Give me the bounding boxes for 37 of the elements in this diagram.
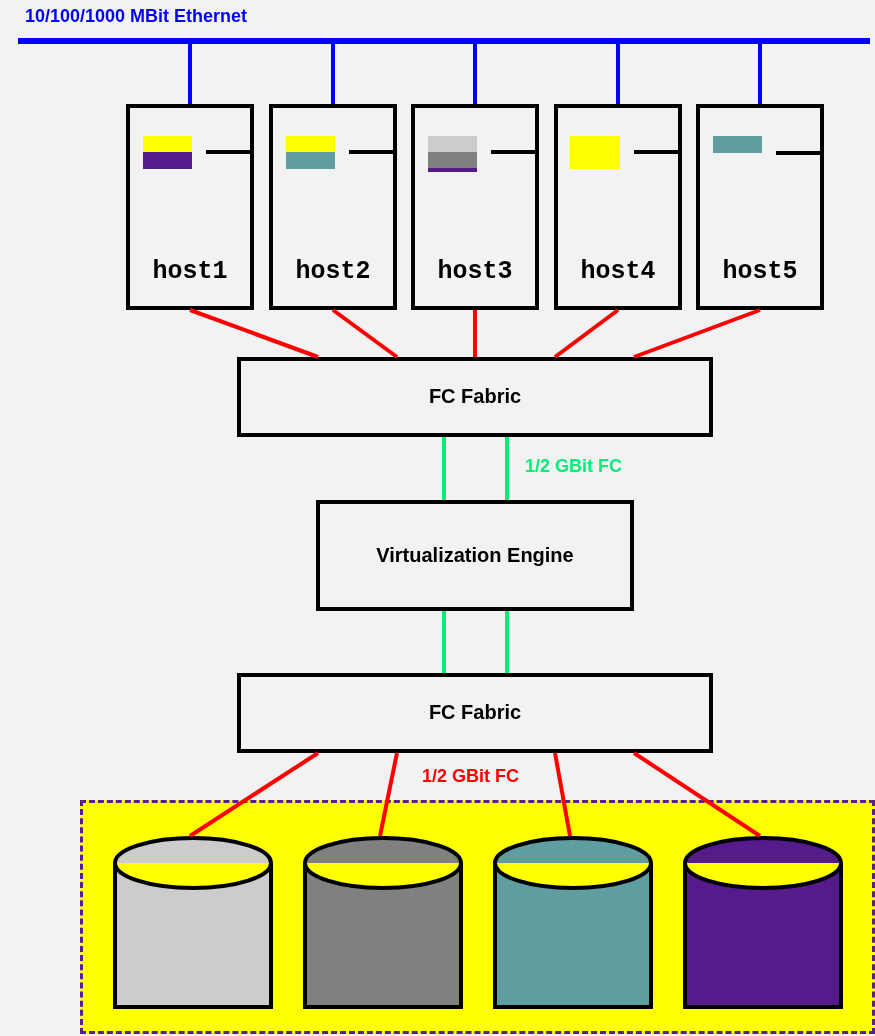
host-name: host5 — [721, 257, 799, 286]
component-label: FC Fabric — [427, 701, 523, 724]
component-label: FC Fabric — [427, 385, 523, 408]
cable-line — [616, 44, 620, 104]
cable-line — [188, 751, 320, 838]
network-label: 10/100/1000 MBit Ethernet — [25, 6, 248, 27]
cable-line — [188, 44, 192, 104]
cable-line — [473, 310, 477, 357]
storage-area — [80, 800, 875, 1034]
host-name: host1 — [151, 257, 229, 286]
cable-line — [632, 751, 762, 838]
cable-line — [758, 44, 762, 104]
host-box — [126, 104, 254, 310]
cable-line — [378, 752, 399, 837]
cable-line — [331, 44, 335, 104]
cable-line — [189, 308, 319, 359]
host-box — [411, 104, 539, 310]
cable-line — [442, 611, 446, 673]
host-name: host2 — [294, 257, 372, 286]
host-box — [554, 104, 682, 310]
component-box — [316, 500, 634, 611]
cable-line — [442, 437, 446, 500]
component-label: Virtualization Engine — [375, 543, 575, 567]
host-name: host3 — [436, 257, 514, 286]
host-name: host4 — [579, 257, 657, 286]
cable-line — [505, 611, 509, 673]
cable-line — [505, 437, 509, 500]
cable-line — [473, 44, 477, 104]
component-box — [237, 357, 713, 437]
host-box — [269, 104, 397, 310]
cable-line — [331, 308, 399, 359]
ethernet-bus — [18, 38, 870, 44]
cable-line — [553, 308, 620, 359]
cable-line — [633, 308, 761, 359]
host-box — [696, 104, 824, 310]
component-box — [237, 673, 713, 753]
cable-line — [553, 752, 572, 837]
